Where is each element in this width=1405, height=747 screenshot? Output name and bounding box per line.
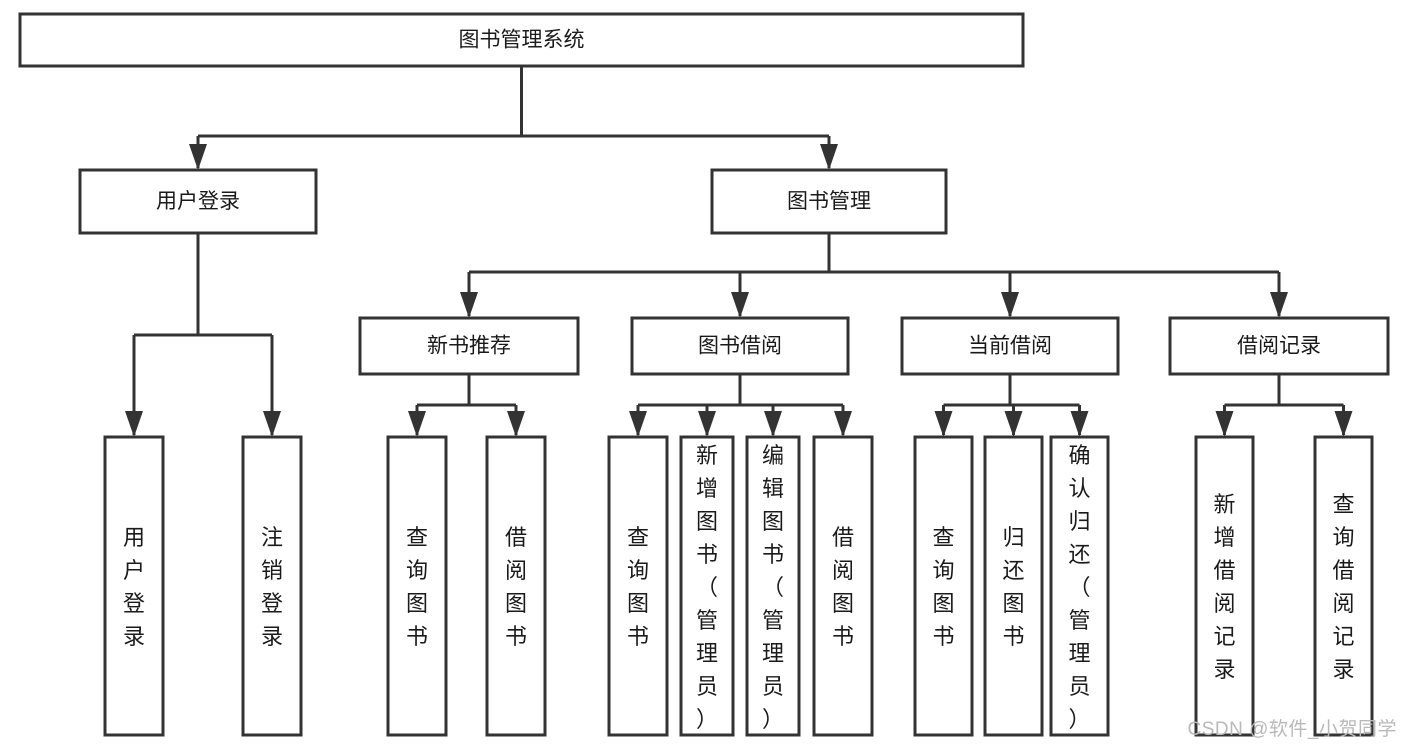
box-shape <box>18 12 1025 68</box>
leaf-新增图书管理员[interactable]: 新增图书（管理员） <box>679 435 735 737</box>
leaf-label: 归还图书 <box>1002 525 1024 649</box>
leaf-label: 借阅图书 <box>832 525 854 649</box>
module-新书推荐[interactable]: 新书推荐 <box>358 316 580 376</box>
leaf-label: 注销登录 <box>261 525 283 649</box>
box-shape <box>386 435 448 737</box>
leaf-查询图书[interactable]: 查询图书 <box>386 435 448 737</box>
box-shape <box>1049 435 1110 737</box>
leaf-label: 借阅图书 <box>505 525 527 649</box>
module-图书借阅[interactable]: 图书借阅 <box>630 316 850 376</box>
arrow-head-icon <box>1001 292 1019 318</box>
arrow-head-icon <box>1334 411 1353 437</box>
leaf-label: 新增借阅记录 <box>1213 492 1235 682</box>
module-label: 借阅记录 <box>1237 335 1321 358</box>
leaf-查询图书[interactable]: 查询图书 <box>913 435 974 737</box>
arrow-head-icon <box>731 292 749 318</box>
leaf-借阅图书[interactable]: 借阅图书 <box>485 435 547 737</box>
module-借阅记录[interactable]: 借阅记录 <box>1168 316 1390 376</box>
box-shape <box>1313 435 1374 737</box>
box-shape <box>103 435 165 737</box>
arrow-head-icon <box>189 144 207 170</box>
connector-lines <box>125 66 1353 437</box>
box-shape <box>78 168 318 235</box>
leaf-确认归还管理员[interactable]: 确认归还（管理员） <box>1049 435 1110 737</box>
branch-label: 用户登录 <box>156 190 240 213</box>
box-shape <box>900 316 1120 376</box>
leaf-借阅图书[interactable]: 借阅图书 <box>812 435 874 737</box>
arrow-head-icon <box>125 411 143 437</box>
branch-用户登录[interactable]: 用户登录 <box>78 168 318 235</box>
arrow-head-icon <box>820 144 838 170</box>
leaf-归还图书[interactable]: 归还图书 <box>983 435 1044 737</box>
arrow-head-icon <box>1215 411 1234 437</box>
arrow-head-icon <box>1070 411 1089 437</box>
arrow-head-icon <box>629 411 647 437</box>
leaf-查询借阅记录[interactable]: 查询借阅记录 <box>1313 435 1374 737</box>
arrow-head-icon <box>764 411 782 437</box>
arrow-head-icon <box>1270 292 1288 318</box>
box-shape <box>679 435 735 737</box>
box-shape <box>358 316 580 376</box>
leaf-查询图书[interactable]: 查询图书 <box>607 435 669 737</box>
leaf-label: 查询借阅记录 <box>1332 492 1354 682</box>
leaf-label: 确认归还（管理员） <box>1068 443 1090 732</box>
leaf-label: 新增图书（管理员） <box>696 443 718 732</box>
box-shape <box>630 316 850 376</box>
box-shape <box>983 435 1044 737</box>
module-label: 新书推荐 <box>427 335 511 358</box>
root-label: 图书管理系统 <box>459 29 585 52</box>
arrow-head-icon <box>507 411 525 437</box>
leaf-label: 用户登录 <box>123 525 145 649</box>
box-shape <box>1194 435 1255 737</box>
branch-图书管理[interactable]: 图书管理 <box>710 168 948 235</box>
arrow-head-icon <box>460 292 478 318</box>
box-shape <box>485 435 547 737</box>
arrow-head-icon <box>934 411 953 437</box>
module-当前借阅[interactable]: 当前借阅 <box>900 316 1120 376</box>
leaf-label: 编辑图书（管理员） <box>762 443 784 732</box>
box-shape <box>1168 316 1390 376</box>
node-boxes: 图书管理系统用户登录图书管理新书推荐图书借阅当前借阅借阅记录用户登录注销登录查询… <box>18 12 1390 737</box>
box-shape <box>913 435 974 737</box>
box-shape <box>812 435 874 737</box>
box-shape <box>241 435 303 737</box>
leaf-label: 查询图书 <box>627 525 649 649</box>
box-shape <box>745 435 801 737</box>
arrow-head-icon <box>698 411 716 437</box>
module-label: 图书借阅 <box>698 335 782 358</box>
leaf-label: 查询图书 <box>932 525 954 649</box>
leaf-用户登录[interactable]: 用户登录 <box>103 435 165 737</box>
arrow-head-icon <box>263 411 281 437</box>
leaf-编辑图书管理员[interactable]: 编辑图书（管理员） <box>745 435 801 737</box>
arrow-head-icon <box>408 411 426 437</box>
arrow-head-icon <box>1004 411 1023 437</box>
leaf-label: 查询图书 <box>406 525 428 649</box>
leaf-注销登录[interactable]: 注销登录 <box>241 435 303 737</box>
arrow-head-icon <box>834 411 852 437</box>
box-shape <box>607 435 669 737</box>
branch-label: 图书管理 <box>787 190 871 213</box>
module-label: 当前借阅 <box>968 335 1052 358</box>
box-shape <box>710 168 948 235</box>
root-图书管理系统[interactable]: 图书管理系统 <box>18 12 1025 68</box>
leaf-新增借阅记录[interactable]: 新增借阅记录 <box>1194 435 1255 737</box>
